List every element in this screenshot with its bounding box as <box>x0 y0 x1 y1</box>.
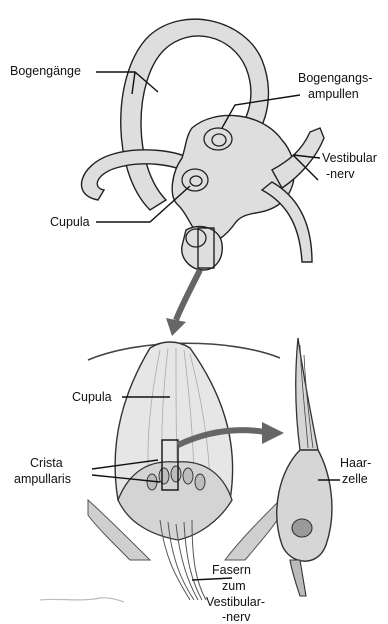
label-vestibular-top-2: -nerv <box>326 167 355 181</box>
hair-cell-nucleus <box>292 519 312 537</box>
hair-cell-nerve-ending <box>290 560 306 596</box>
label-cupula-top: Cupula <box>50 215 90 229</box>
hair-cell-illustration <box>277 338 332 596</box>
label-haar-2: zelle <box>342 472 368 486</box>
label-fasern-4: -nerv <box>222 610 251 624</box>
label-vestibular-top-1: Vestibular <box>322 151 377 165</box>
nerve-branch <box>262 182 312 262</box>
vestibular-organ-illustration <box>81 19 324 270</box>
label-ampullen-2: ampullen <box>308 87 359 101</box>
label-bogengaenge: Bogengänge <box>10 64 81 78</box>
label-fasern-3: Vestibular- <box>206 595 265 609</box>
label-crista-1: Crista <box>30 456 63 470</box>
arrow-to-detail <box>176 270 200 320</box>
arrow-head-2 <box>262 422 284 444</box>
scan-artifact <box>40 598 124 602</box>
label-cupula-detail: Cupula <box>72 390 112 404</box>
label-crista-2: ampullaris <box>14 472 71 486</box>
wall-band-right <box>225 500 280 560</box>
label-fasern-2: zum <box>222 579 246 593</box>
hair-cell-body <box>277 450 332 561</box>
label-ampullen-1: Bogengangs- <box>298 71 372 85</box>
arrow-head-1 <box>166 318 186 336</box>
label-fasern-1: Fasern <box>212 563 251 577</box>
label-haar-1: Haar- <box>340 456 371 470</box>
